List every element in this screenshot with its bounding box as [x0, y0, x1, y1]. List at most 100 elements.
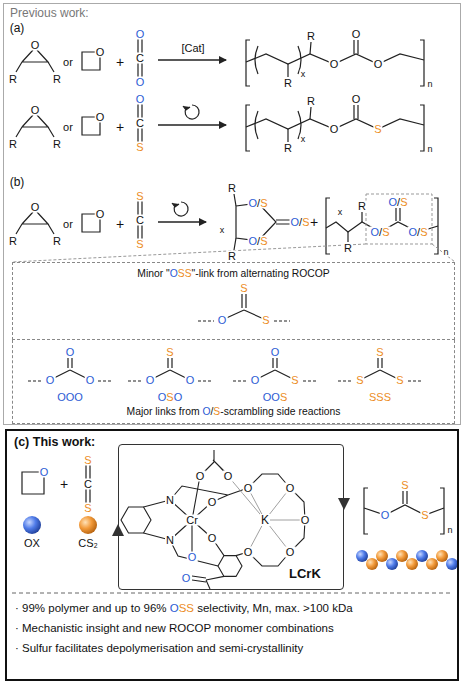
atom-label: n: [446, 526, 453, 535]
atom-letter: S: [136, 190, 143, 202]
reaction-arrow: [158, 59, 226, 60]
node-text: Previous work:: [10, 7, 89, 21]
atom-label: C: [135, 118, 145, 129]
atom-label: S: [420, 510, 429, 521]
atom-label: O: [217, 315, 228, 326]
atom-letter: /: [257, 235, 260, 247]
atom-label: R: [306, 96, 316, 107]
atom-letter: O: [182, 572, 191, 584]
atom-letter: O: [86, 374, 95, 386]
atom-label: O: [45, 375, 56, 386]
atom-label: N: [165, 535, 175, 546]
atom-label: x: [300, 70, 307, 79]
atom-letter: S: [213, 406, 220, 417]
atom-label: O: [373, 59, 384, 70]
atom-letter: O: [170, 602, 179, 614]
atom-label: O: [329, 124, 340, 135]
atom-letter: O: [46, 374, 55, 386]
atom-label: O: [95, 47, 106, 58]
atom-label: S: [355, 375, 364, 386]
atom-letter: O: [57, 391, 66, 403]
atom-label: O: [223, 471, 234, 482]
atom-letter: O: [186, 374, 195, 386]
atom-label: +: [309, 215, 319, 229]
atom-letter: S: [382, 226, 389, 238]
atom-letter: S: [240, 282, 247, 294]
atom-letter: S: [260, 197, 267, 209]
atom-label: R: [227, 183, 237, 194]
atom-label: Cr: [185, 515, 199, 526]
atom-label: O: [185, 375, 196, 386]
atom-label: R: [8, 139, 18, 150]
node-text: Major links from O/S-scrambling side rea…: [13, 406, 454, 418]
leader-line: [12, 244, 455, 262]
atom-letter: S: [84, 502, 91, 514]
atom-label: x: [337, 208, 344, 217]
panel-box: (c) This work:· 99% polymer and up to 96…: [5, 429, 459, 681]
atom-label: S: [135, 239, 144, 250]
atom-letter: S: [401, 479, 408, 491]
atom-letter: O: [74, 391, 83, 403]
atom-label: n: [426, 80, 433, 89]
atom-label: O: [30, 105, 41, 116]
atom-label: O: [195, 471, 206, 482]
atom-label: S: [400, 480, 409, 491]
atom-letter: S: [396, 374, 403, 386]
atom-label: O: [65, 347, 76, 358]
atom-letter: O: [218, 314, 227, 326]
oss-link-structure: [198, 294, 290, 321]
polymer-structure: [326, 198, 438, 254]
atom-label: O: [285, 483, 296, 494]
atom-letter: S: [136, 141, 143, 153]
atom-label: O: [39, 467, 50, 478]
atom-letter: O: [271, 346, 280, 358]
atom-label: or: [62, 219, 74, 230]
text-label: CS₂: [77, 538, 99, 549]
atom-letter: S: [400, 196, 407, 208]
atom-letter: O: [136, 93, 145, 105]
atom-label: O: [285, 547, 296, 558]
text-label: (a): [9, 22, 26, 34]
atom-letter: S: [374, 123, 381, 135]
atom-label: O: [135, 94, 146, 105]
separator: [12, 593, 452, 594]
atom-label: O: [135, 77, 146, 88]
atom-label: O: [95, 112, 106, 123]
atom-label: S: [165, 347, 174, 358]
cyclic-product: [234, 194, 292, 250]
atom-letter: /: [299, 216, 302, 228]
atom-letter: O: [188, 551, 197, 563]
highlight-box: [366, 194, 432, 244]
atom-label: N: [165, 495, 175, 506]
text-label: O/S: [370, 227, 391, 238]
atom-label: S: [135, 191, 144, 202]
atom-letter: /: [257, 197, 260, 209]
atom-label: +: [115, 217, 125, 231]
atom-letter: S: [84, 454, 91, 466]
atom-label: C: [83, 479, 93, 490]
text-label: (b): [9, 176, 26, 188]
atom-label: K: [260, 514, 270, 526]
atom-label: R: [52, 74, 62, 85]
atom-label: O: [243, 547, 254, 558]
atom-letter: O: [66, 391, 75, 403]
atom-label: S: [395, 375, 404, 386]
atom-letter: S: [421, 509, 428, 521]
atom-letter: S: [369, 391, 376, 403]
atom-label: x: [219, 226, 226, 235]
node-text: · Sulfur facilitates depolymerisation an…: [15, 642, 303, 655]
atom-letter: S: [280, 391, 287, 403]
atom-letter: O: [389, 196, 398, 208]
atom-letter: O: [136, 76, 145, 88]
atom-label: C: [135, 53, 145, 64]
atom-label: O: [207, 497, 218, 508]
atom-letter: S: [262, 314, 269, 326]
atom-letter: O: [251, 374, 260, 386]
atom-label: O: [95, 209, 106, 220]
atom-letter: O: [146, 374, 155, 386]
atom-label: R: [357, 201, 367, 212]
atom-letter: O: [158, 391, 167, 403]
atom-label: O: [145, 375, 156, 386]
